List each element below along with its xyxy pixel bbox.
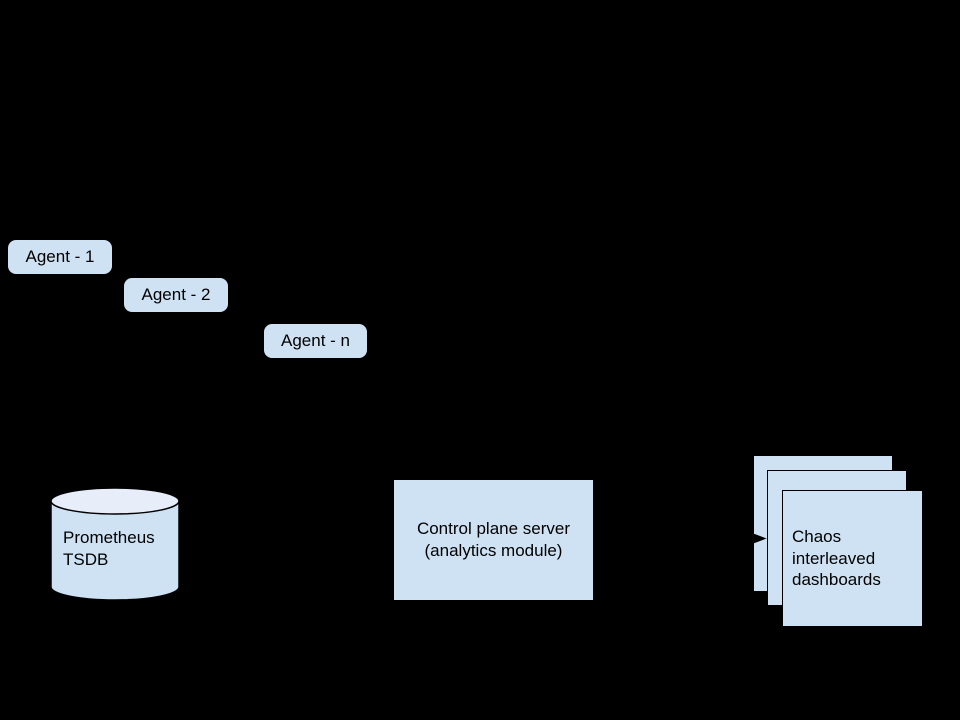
agent-2-node: Agent - 2	[124, 278, 228, 312]
control-plane-label-line1: Control plane server	[416, 519, 571, 538]
agent-2-label: Agent - 2	[141, 285, 211, 304]
agent-n-label: Agent - n	[281, 331, 350, 350]
prometheus-label-line2: TSDB	[63, 550, 109, 569]
cylinder-icon	[50, 487, 180, 601]
prometheus-tsdb-label: Prometheus TSDB	[63, 527, 155, 571]
prometheus-label-line1: Prometheus	[63, 528, 155, 547]
cylinder-top-shape	[50, 487, 180, 515]
dashboards-label-line3: dashboards	[792, 570, 881, 590]
dashboards-label-line1: Chaos	[792, 527, 842, 547]
control-plane-label-line2: (analytics module)	[424, 541, 563, 560]
agent-1-node: Agent - 1	[8, 240, 112, 274]
chaos-dashboards-node: Chaos interleaved dashboards	[782, 490, 923, 627]
control-plane-server-node: Control plane server (analytics module)	[394, 480, 593, 600]
agent-n-node: Agent - n	[264, 324, 367, 358]
agent-1-label: Agent - 1	[25, 247, 95, 266]
arrow-control-to-dashboards	[593, 533, 767, 544]
arrow-head-icon	[752, 533, 767, 544]
dashboards-label-line2: interleaved	[792, 548, 876, 568]
prometheus-tsdb-node: Prometheus TSDB	[50, 487, 180, 601]
